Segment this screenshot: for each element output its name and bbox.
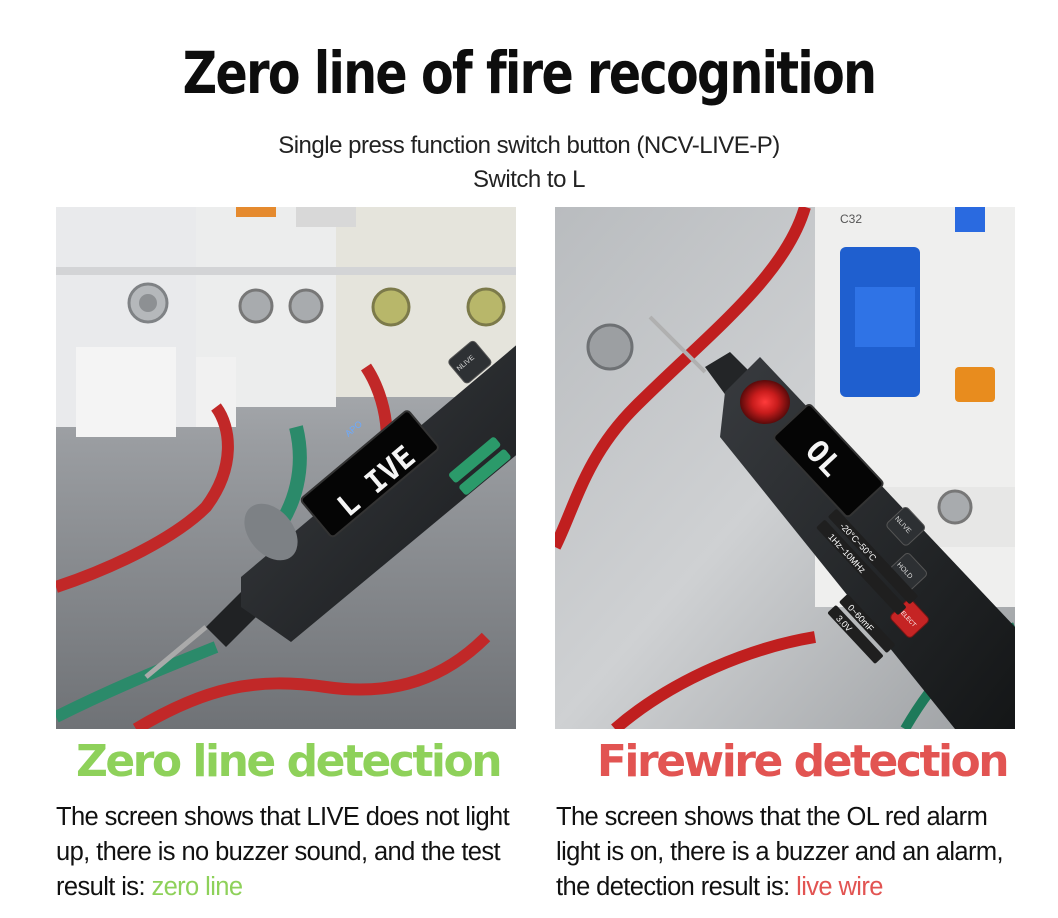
spec-strip [816, 509, 918, 664]
firewire-description: The screen shows that the OL red alarm l… [556, 800, 1036, 905]
firewire-description-text: The screen shows that the OL red alarm l… [556, 803, 1004, 901]
voltage-pen: L IVE APO NLIVE [144, 340, 516, 679]
page-title: Zero line of fire recognition [182, 39, 877, 107]
firewire-illustration: C32 OL NLIVE HOLD SELECT [555, 207, 1015, 729]
alarm-light-icon [740, 380, 790, 424]
subtitle-line-2: Switch to L [473, 166, 585, 193]
screw-terminal-icon [127, 282, 506, 327]
nlive-button [448, 340, 492, 384]
firewire-heading: Firewire detection [596, 736, 1010, 787]
lcd-screen [300, 410, 439, 538]
zero-line-heading: Zero line detection [75, 736, 503, 787]
zero-line-result: zero line [151, 873, 243, 901]
lcd-screen [773, 404, 884, 518]
firewire-result: live wire [796, 873, 883, 901]
nlive-button [886, 506, 926, 546]
screw-terminal-icon [586, 323, 973, 525]
zero-line-description: The screen shows that LIVE does not ligh… [56, 800, 536, 905]
zero-line-description-text: The screen shows that LIVE does not ligh… [56, 803, 510, 901]
sensor-lens-icon [244, 503, 298, 561]
zero-line-illustration: L IVE APO NLIVE [56, 207, 516, 729]
breaker-rating-label: C32 [840, 212, 862, 226]
subtitle-line-1: Single press function switch button (NCV… [278, 132, 780, 159]
firewire-photo: C32 OL NLIVE HOLD SELECT [555, 207, 1015, 729]
spec-strip [449, 437, 511, 495]
zero-line-photo: L IVE APO NLIVE [56, 207, 516, 729]
